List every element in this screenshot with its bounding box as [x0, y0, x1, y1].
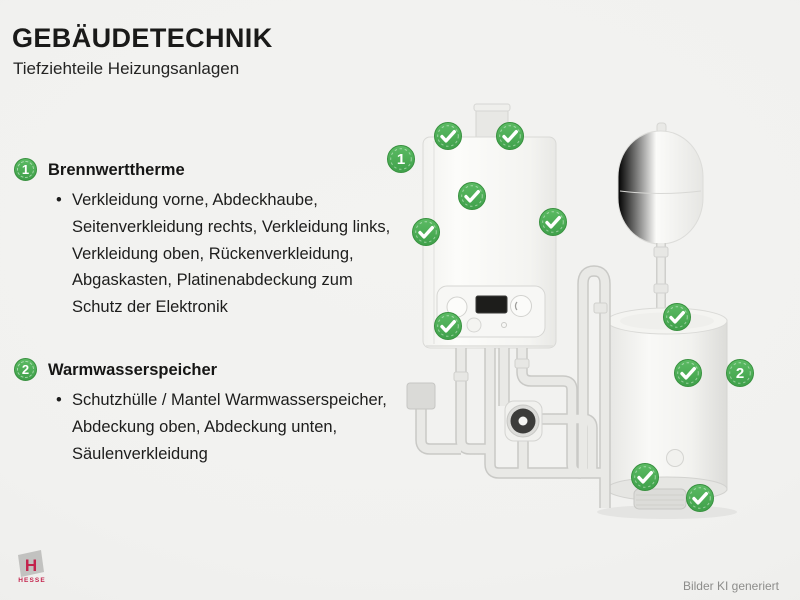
pipe-network	[421, 271, 607, 508]
list-item: Säulenverkleidung	[58, 441, 387, 468]
list-item: • Schutzhülle / Mantel Warmwasserspeiche…	[56, 387, 387, 414]
list-item-text: Abdeckung oben, Abdeckung unten,	[72, 417, 338, 436]
section-number-badge: 1	[14, 158, 37, 181]
pipe-fitting	[593, 302, 608, 314]
page-subtitle: Tiefziehteile Heizungsanlagen	[13, 59, 240, 78]
hesse-logo: H HESSE	[15, 548, 49, 594]
image-credit: Bilder KI generiert	[682, 579, 779, 593]
expansion-vessel	[617, 122, 704, 318]
heating-system-illustration: 1 2	[387, 103, 754, 519]
list-item: Schutz der Elektronik	[58, 294, 390, 321]
checkmark-icon	[432, 310, 464, 342]
checkmark-icon	[672, 357, 704, 389]
checkmark-icon	[684, 482, 716, 514]
section-warmwasserspeicher: 2 Warmwasserspeicher • Schutzhülle / Man…	[0, 358, 420, 478]
list-item-text: Seitenverkleidung rechts, Verkleidung li…	[72, 217, 391, 236]
figure-badge-2: 2	[726, 359, 754, 387]
checkmark-icon	[661, 301, 693, 333]
list-item-text: Säulenverkleidung	[72, 444, 208, 463]
figure-badge-1: 1	[387, 145, 415, 173]
list-item: Abdeckung oben, Abdeckung unten,	[58, 414, 387, 441]
pipe-fitting	[514, 358, 530, 369]
list-item-text: Verkleidung oben, Rückenverkleidung,	[72, 244, 354, 263]
checkmark-icon	[432, 120, 464, 152]
section-heading: Brennwerttherme	[48, 161, 185, 179]
checkmark-icon	[494, 120, 526, 152]
list-item-text: Schutz der Elektronik	[72, 298, 228, 317]
svg-text:1: 1	[397, 151, 405, 168]
section-heading: Warmwasserspeicher	[48, 361, 218, 379]
svg-text:H: H	[25, 556, 37, 575]
control-panel	[436, 285, 546, 338]
checkmark-icon	[410, 216, 442, 248]
pipe-fitting	[653, 283, 669, 294]
hesse-logo-icon: H	[18, 550, 44, 577]
pipe-fitting	[653, 246, 669, 258]
storage-tank	[606, 307, 728, 510]
control-knob-right	[510, 295, 532, 317]
knob-marker	[514, 301, 518, 311]
hesse-logo-word: HESSE	[18, 577, 46, 584]
section-brennwerttherme: 1 Brennwerttherme • Verkleidung vorne, A…	[0, 158, 420, 318]
list-item-text: Verkleidung vorne, Abdeckhaube,	[72, 191, 318, 209]
checkmark-icon	[456, 180, 488, 212]
list-item-text: Schutzhülle / Mantel Warmwasserspeicher,	[72, 391, 387, 409]
tank-base	[633, 488, 687, 510]
svg-text:2: 2	[736, 365, 744, 382]
bullet-list: • Schutzhülle / Mantel Warmwasserspeiche…	[56, 387, 387, 468]
display-screen	[475, 295, 508, 314]
panel-dot	[501, 322, 507, 328]
circulation-pump	[504, 400, 543, 442]
control-knob-small	[466, 317, 482, 333]
section-number-badge: 2	[14, 358, 37, 381]
checkmark-icon	[537, 206, 569, 238]
bullet-dot: •	[56, 191, 62, 209]
list-item: Seitenverkleidung rechts, Verkleidung li…	[58, 214, 390, 241]
bullet-list: • Verkleidung vorne, Abdeckhaube, Seiten…	[56, 187, 390, 321]
list-item-text: Abgaskasten, Platinenabdeckung zum	[72, 271, 353, 290]
list-item: • Verkleidung vorne, Abdeckhaube,	[56, 187, 390, 214]
pipe-fitting	[453, 371, 469, 382]
list-item: Verkleidung oben, Rückenverkleidung,	[58, 241, 390, 268]
list-item: Abgaskasten, Platinenabdeckung zum	[58, 267, 390, 294]
wall-junction-box	[406, 382, 436, 410]
tank-port	[666, 449, 684, 467]
checkmark-icon	[629, 461, 661, 493]
page-title: GEBÄUDETECHNIK	[12, 23, 273, 53]
bullet-dot: •	[56, 391, 62, 409]
